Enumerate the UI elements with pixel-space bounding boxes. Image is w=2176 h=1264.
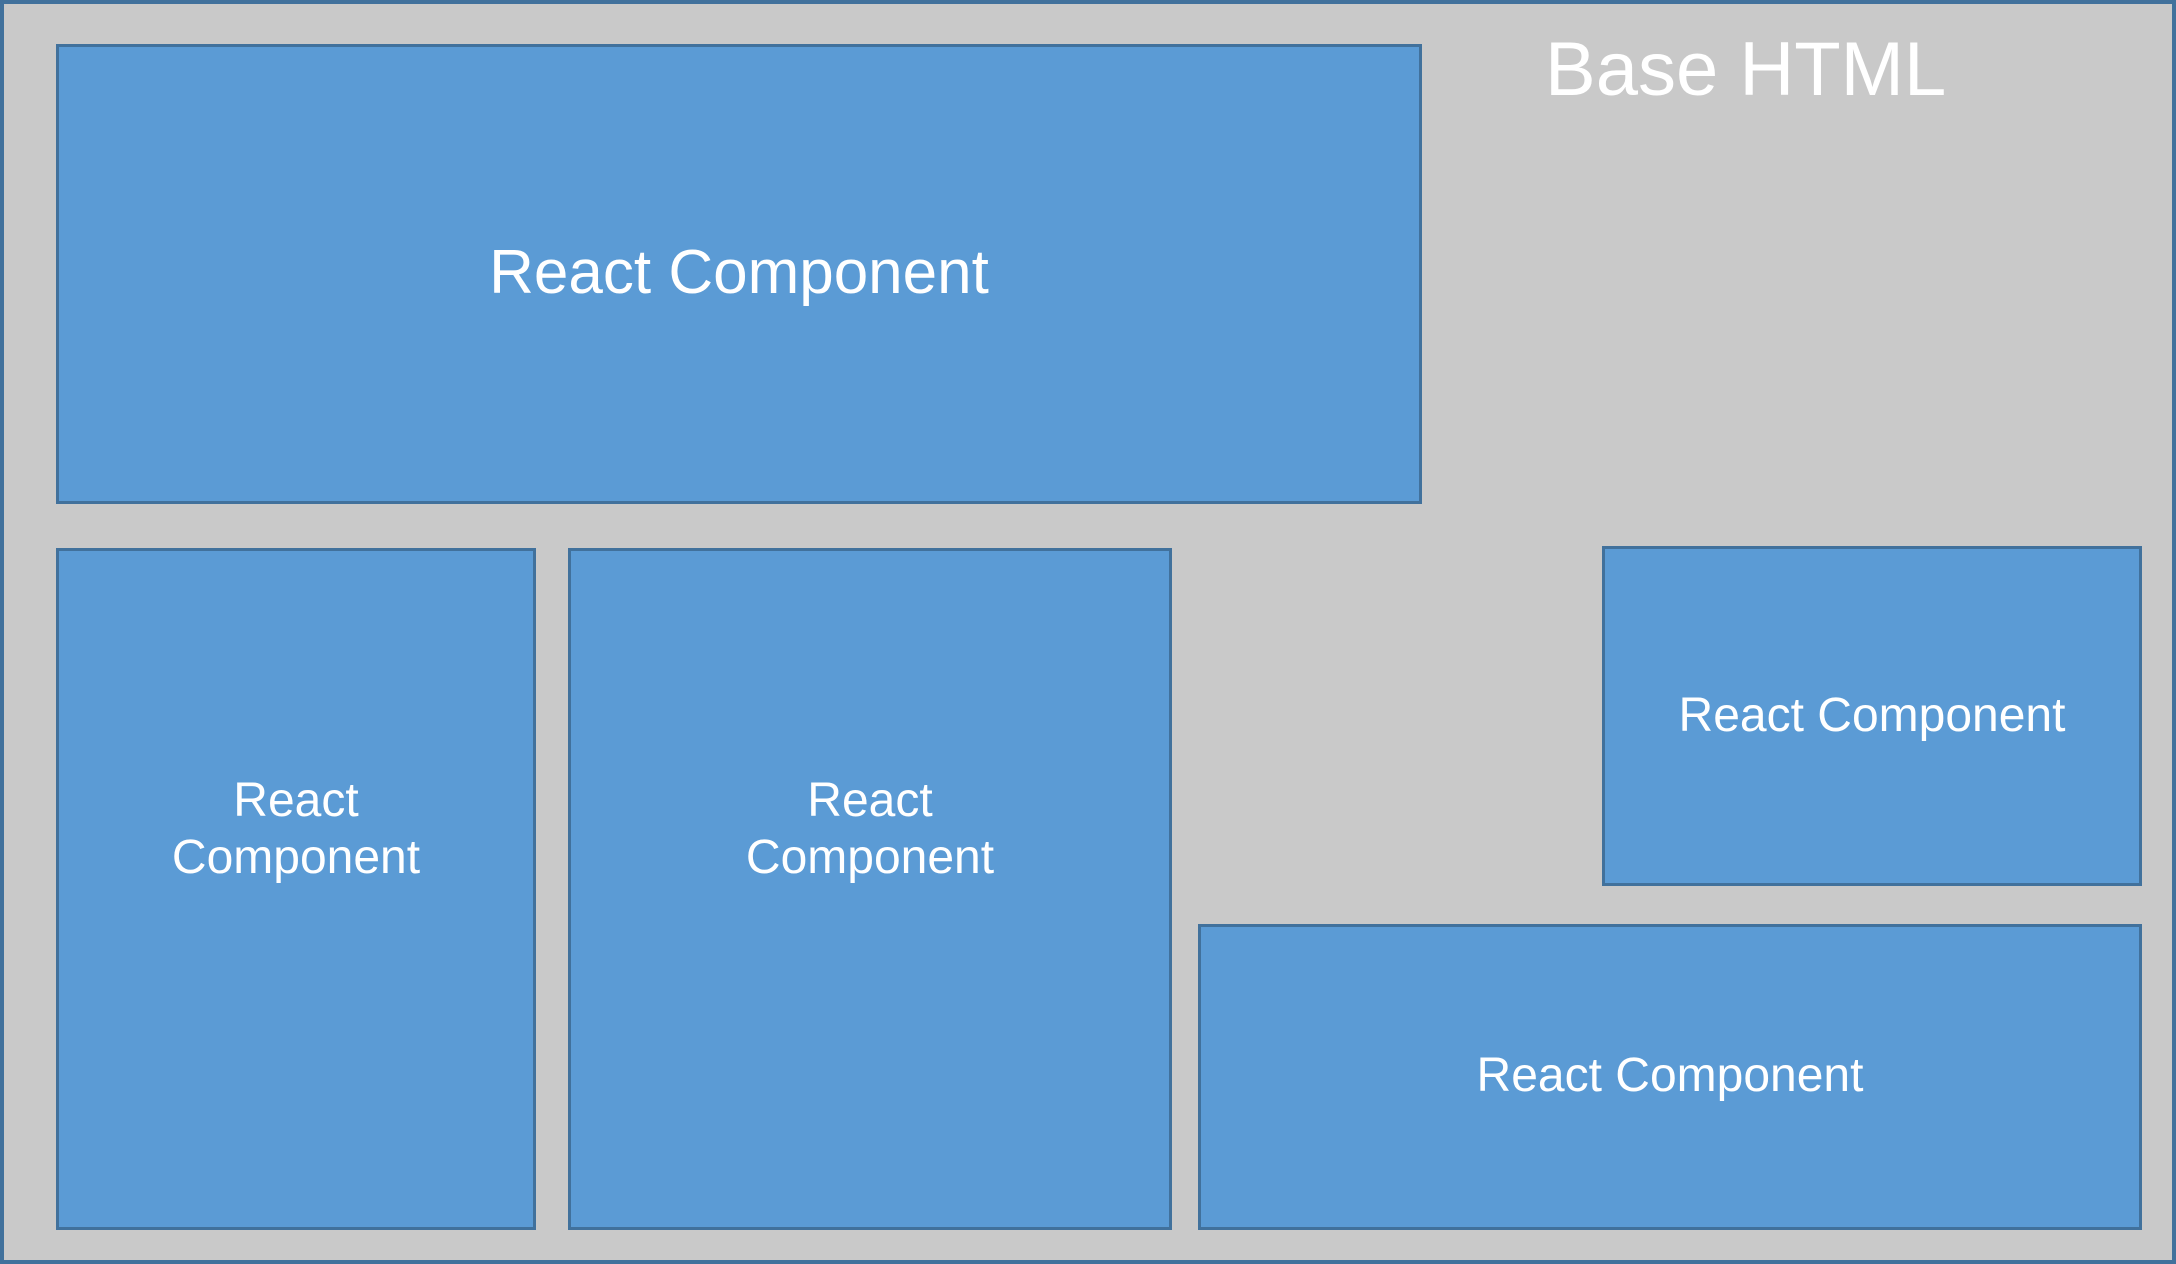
react-component-label: React Component bbox=[1678, 689, 2066, 743]
react-component-box-bottom-left-narrow[interactable]: React Component bbox=[56, 548, 536, 1230]
react-component-label: React Component bbox=[1476, 1049, 1864, 1102]
react-component-label: React Component bbox=[489, 238, 989, 307]
react-component-box-bottom-left-wide[interactable]: React Component bbox=[568, 548, 1172, 1230]
react-component-box-middle-right[interactable]: React Component bbox=[1602, 546, 2142, 886]
react-component-box-bottom-right[interactable]: React Component bbox=[1198, 924, 2142, 1230]
react-component-box-top[interactable]: React Component bbox=[56, 44, 1422, 504]
react-component-label: React Component bbox=[171, 774, 421, 884]
base-html-title: Base HTML bbox=[1545, 27, 1947, 112]
react-component-label: React Component bbox=[745, 774, 995, 884]
